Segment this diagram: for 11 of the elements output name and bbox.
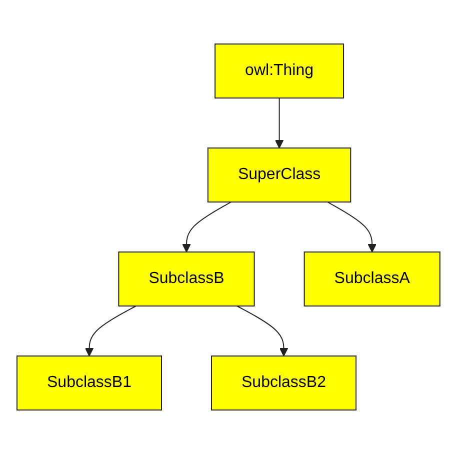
arrow (274, 97, 284, 148)
node-box: SubclassB (118, 251, 254, 306)
node-box: owl:Thing (214, 43, 344, 98)
arrow (84, 305, 136, 356)
node-box: SubclassB2 (210, 355, 356, 410)
node-box: SubclassB1 (16, 355, 162, 410)
node-box: SuperClass (207, 147, 351, 202)
arrow (182, 201, 232, 252)
arrow (326, 201, 376, 252)
node-box: SubclassA (303, 251, 440, 306)
arrow (236, 305, 288, 356)
